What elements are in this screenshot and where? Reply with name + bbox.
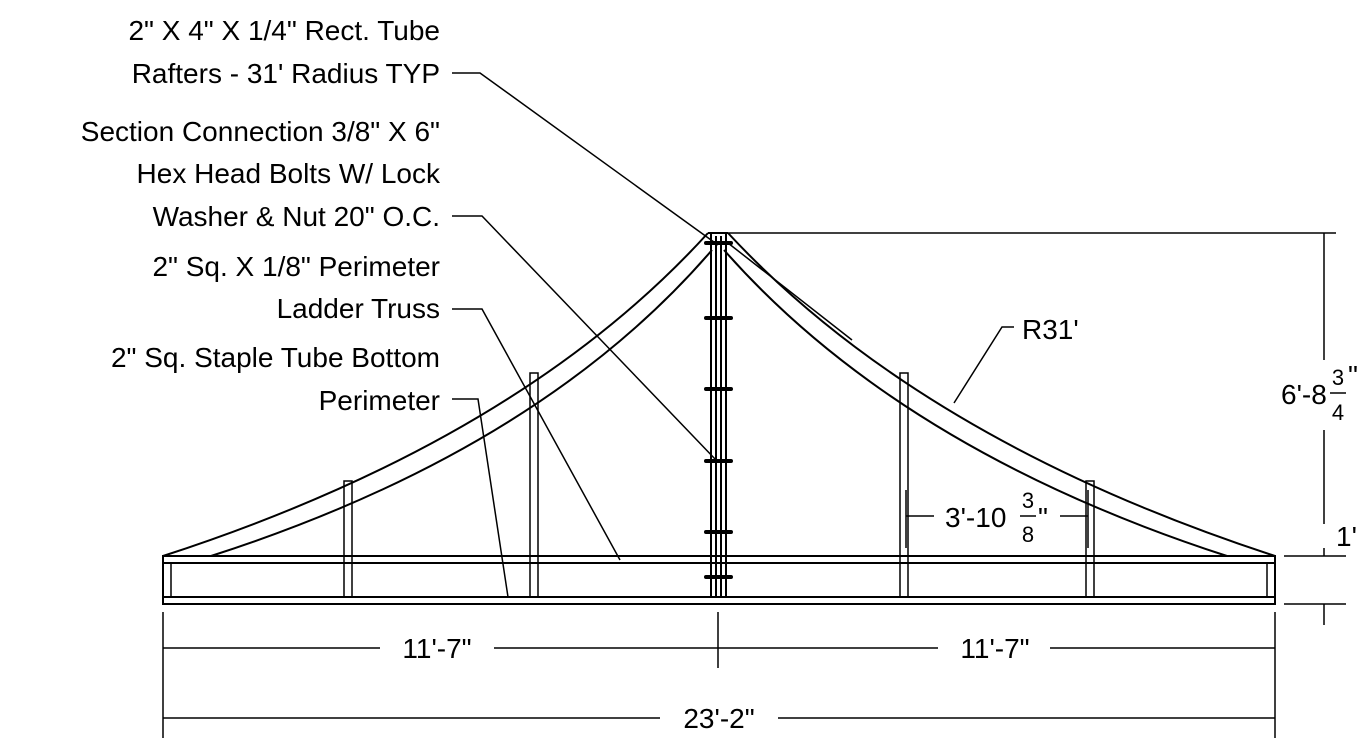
callout-ladder-line1: 2" Sq. X 1/8" Perimeter [152, 251, 440, 282]
radius-label: R31' [1022, 314, 1079, 345]
callout-section-line3: Washer & Nut 20" O.C. [153, 201, 440, 232]
spacing-suffix: " [1038, 502, 1048, 533]
spacing-dimension: 3'-10 3 8 " [905, 488, 1089, 548]
web-posts [343, 372, 1095, 598]
height-suffix: " [1348, 360, 1358, 391]
callout-rafters-line2: Rafters - 31' Radius TYP [132, 58, 440, 89]
left-rafter [162, 232, 713, 557]
callout-bottom-line1: 2" Sq. Staple Tube Bottom [111, 342, 440, 373]
center-post [708, 232, 728, 597]
overall-dimension: 23'-2" [163, 703, 1275, 734]
half-dimensions: 11'-7" 11'-7" [162, 612, 1276, 738]
height-frac-den: 4 [1332, 400, 1344, 425]
spacing-label-whole: 3'-10 [945, 502, 1006, 533]
height-dimension: 6'-8 3 4 " 1' [728, 232, 1358, 625]
callout-bottom-line2: Perimeter [319, 385, 440, 416]
bottom-perimeter-frame [162, 555, 1276, 605]
half-left-label: 11'-7" [402, 633, 471, 664]
height-label-whole: 6'-8 [1281, 379, 1327, 410]
callout-rafters-line1: 2" X 4" X 1/4" Rect. Tube [128, 15, 440, 46]
callout-ladder-line2: Ladder Truss [277, 293, 440, 324]
right-rafter [723, 232, 1276, 557]
callout-section-connection: Section Connection 3/8" X 6" Hex Head Bo… [81, 116, 717, 461]
spacing-frac-den: 8 [1022, 522, 1034, 547]
height-frac-num: 3 [1332, 365, 1344, 390]
callout-ladder-truss: 2" Sq. X 1/8" Perimeter Ladder Truss [152, 251, 621, 561]
callout-bottom-perimeter: 2" Sq. Staple Tube Bottom Perimeter [111, 342, 509, 598]
half-right-label: 11'-7" [960, 633, 1029, 664]
base-height-label: 1' [1336, 521, 1357, 552]
radius-callout: R31' [953, 314, 1079, 404]
overall-label: 23'-2" [683, 703, 754, 734]
callout-rafters: 2" X 4" X 1/4" Rect. Tube Rafters - 31' … [128, 15, 719, 246]
spacing-frac-num: 3 [1022, 488, 1034, 513]
callout-section-line1: Section Connection 3/8" X 6" [81, 116, 440, 147]
section-bolts [704, 241, 733, 579]
callout-section-line2: Hex Head Bolts W/ Lock [137, 158, 441, 189]
